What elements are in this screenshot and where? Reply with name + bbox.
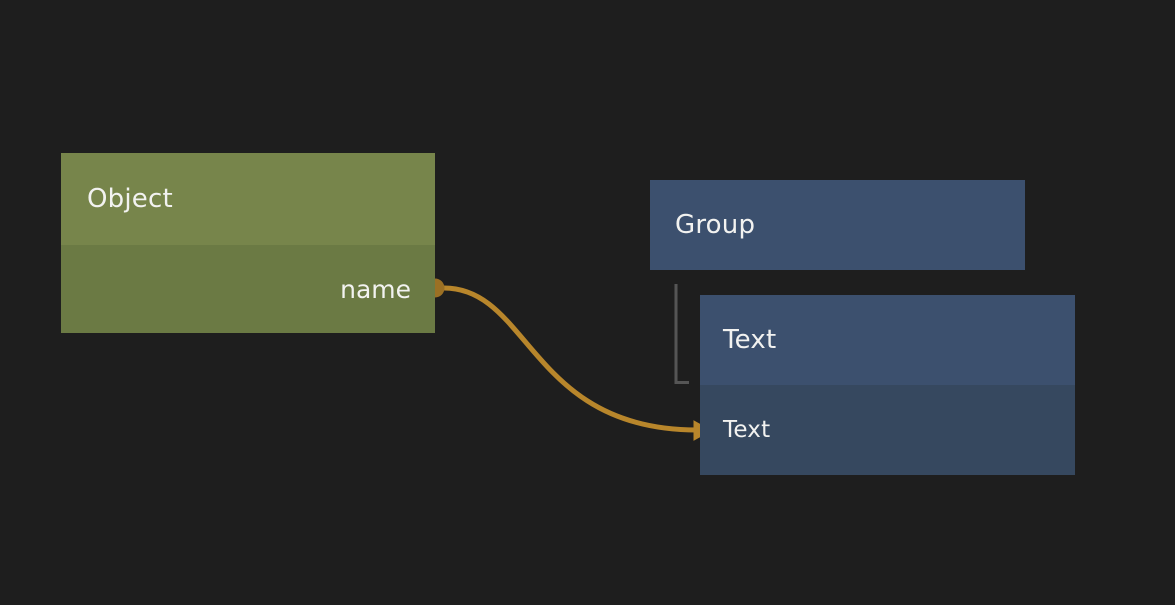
connector-object-name-to-text[interactable] xyxy=(425,278,713,441)
node-text[interactable]: Text Text xyxy=(700,295,1075,475)
group-child-bracket xyxy=(674,284,689,384)
node-text-body[interactable]: Text xyxy=(700,385,1075,475)
node-object-title: Object xyxy=(87,184,173,214)
node-text-body-label: Text xyxy=(723,417,771,443)
node-object[interactable]: Object name xyxy=(61,153,435,333)
node-group-header[interactable]: Group xyxy=(650,180,1025,270)
port-label-name: name xyxy=(340,274,411,304)
node-group[interactable]: Group xyxy=(650,180,1025,270)
port-row-name[interactable]: name xyxy=(340,277,411,302)
node-object-body[interactable]: name xyxy=(61,245,435,333)
node-text-header[interactable]: Text xyxy=(700,295,1075,385)
node-object-header[interactable]: Object xyxy=(61,153,435,245)
node-text-title: Text xyxy=(723,325,777,355)
node-group-title: Group xyxy=(675,210,756,240)
